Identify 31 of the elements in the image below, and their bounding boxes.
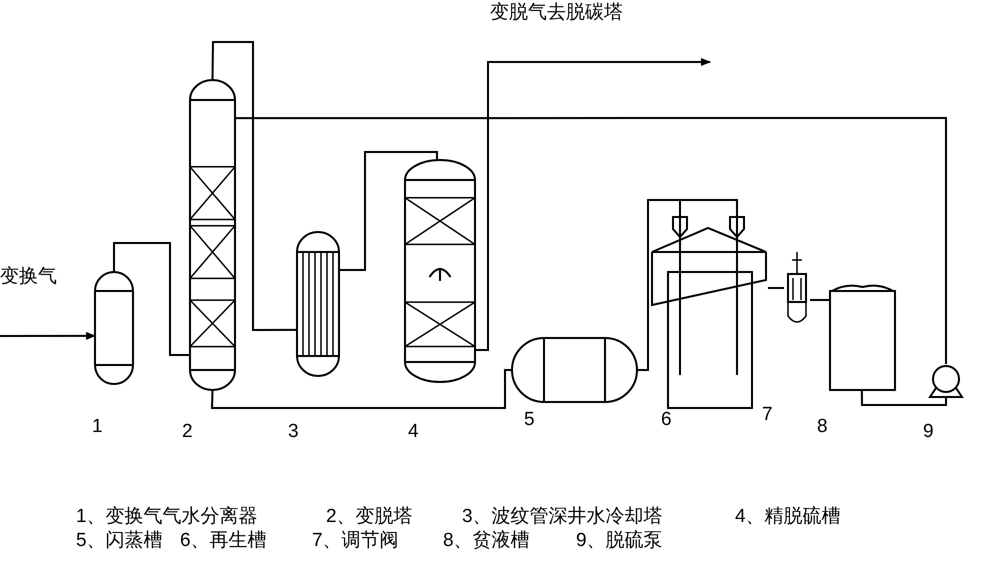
pipe-line — [212, 41, 297, 331]
legend-text: 2、变脱塔 — [326, 506, 413, 528]
legend-text: 9、脱硫泵 — [576, 530, 663, 552]
legend-text: 1、变换气气水分离器 — [76, 506, 258, 528]
pipe-line — [636, 199, 738, 371]
pipe-line — [210, 369, 512, 409]
callout-number: 9 — [923, 421, 934, 443]
callout-number: 5 — [524, 409, 535, 431]
callout-number: 7 — [762, 404, 773, 426]
pipe-line — [768, 287, 784, 290]
callout-number: 2 — [182, 421, 193, 443]
legend-text: 5、闪蒸槽 — [76, 530, 163, 552]
legend-text: 8、贫液槽 — [443, 530, 530, 552]
pipe-line — [810, 299, 830, 302]
pipe-line — [113, 242, 190, 356]
callout-number: 4 — [408, 421, 419, 443]
legend-text: 3、波纹管深井水冷却塔 — [462, 506, 663, 528]
callout-number: 8 — [817, 416, 828, 438]
pipe-line — [339, 151, 438, 272]
callout-number: 1 — [92, 416, 103, 438]
callout-number: 6 — [661, 409, 672, 431]
pipe-line — [0, 332, 96, 340]
legend-text: 7、调节阀 — [312, 530, 399, 552]
stream-label: 变脱气去脱碳塔 — [490, 2, 623, 24]
stream-label: 变换气 — [0, 266, 57, 288]
callout-number: 3 — [288, 421, 299, 443]
legend-text: 6、再生槽 — [180, 530, 267, 552]
pipe-line — [860, 390, 947, 406]
pipe-line — [475, 58, 711, 352]
legend-text: 4、精脱硫槽 — [735, 506, 841, 528]
pipe-line — [235, 117, 947, 364]
